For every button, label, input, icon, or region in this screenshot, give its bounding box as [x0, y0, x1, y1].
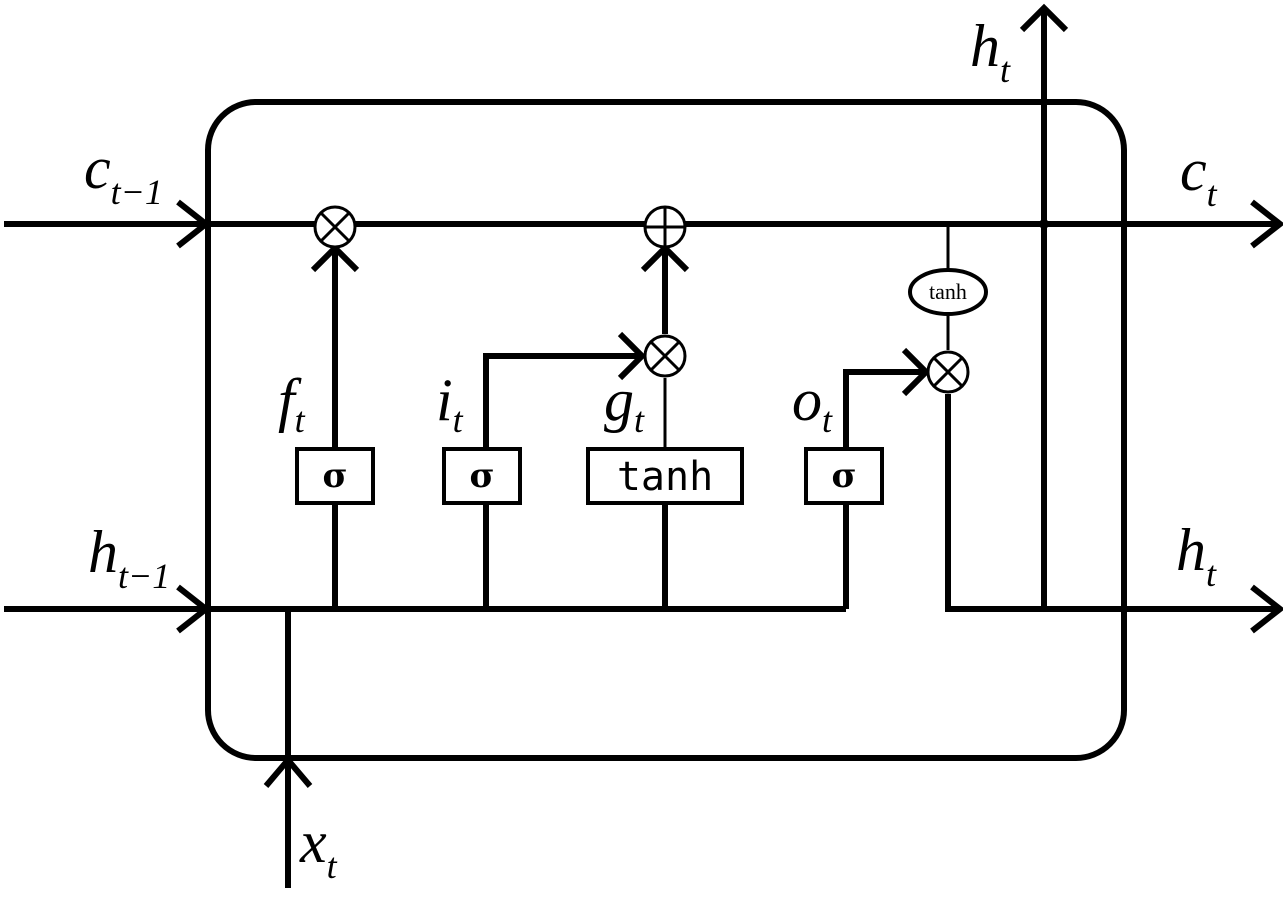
junction-dot [1039, 219, 1049, 229]
add-icon [643, 205, 687, 249]
i-t-label: it [436, 367, 464, 440]
cell-state-input-arrowhead [176, 199, 211, 249]
output-gate-arrowhead [901, 347, 931, 397]
input-gate: σ [442, 447, 522, 505]
cell-tanh-label: tanh [929, 279, 967, 304]
hidden-output-arrowhead [1250, 584, 1283, 634]
h-t-top-label: ht [970, 13, 1011, 90]
h-prev-label: ht−1 [88, 519, 170, 596]
c-t-label: ct [1180, 137, 1218, 214]
x-t-label: xt [299, 809, 338, 886]
cell-tanh-node: tanh [908, 268, 988, 316]
multiply-icon [643, 334, 687, 378]
g-t-label: gt [604, 367, 645, 440]
hidden-input-arrowhead [176, 584, 211, 634]
c-prev-label: ct−1 [84, 135, 163, 212]
cell-state-output-arrowhead [1250, 199, 1283, 249]
hidden-up-arrowhead [1019, 3, 1069, 33]
forget-gate: σ [295, 447, 375, 505]
output-gate-label: σ [831, 456, 856, 496]
forget-gate-label: σ [322, 456, 347, 496]
multiply-icon [313, 205, 357, 249]
output-gate: σ [804, 447, 884, 505]
f-t-label: ft [278, 367, 306, 440]
input-gate-out-line [483, 353, 641, 448]
multiply-icon [926, 350, 970, 394]
input-gate-label: σ [469, 456, 494, 496]
x-input-arrowhead [263, 755, 313, 788]
candidate-gate-label: tanh [617, 454, 713, 500]
input-gate-arrowhead [617, 331, 647, 381]
candidate-gate: tanh [586, 447, 744, 505]
h-t-right-label: ht [1176, 517, 1217, 594]
output-gate-out-line [843, 369, 925, 448]
lstm-cell-box [205, 99, 1127, 761]
hidden-output-line [945, 394, 1278, 612]
o-t-label: ot [792, 367, 833, 440]
